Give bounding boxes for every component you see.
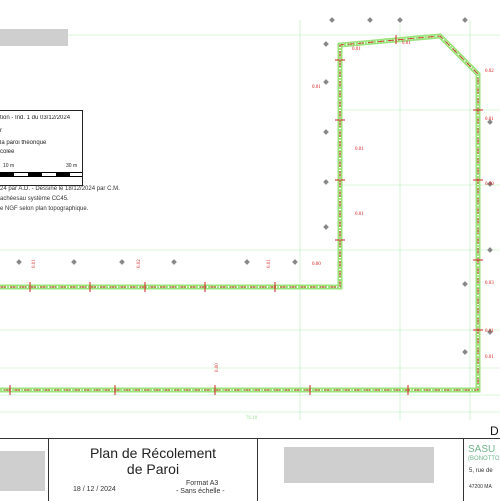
redacted-logo: [0, 451, 45, 491]
dimension-label: 76.10: [246, 416, 258, 421]
offset-label: 0.01: [267, 259, 272, 268]
drawing-notes: 24 par A.D. - Dessiné le 18/12/2024 par …: [0, 184, 150, 214]
survey-markers: [16, 17, 493, 355]
offset-label: 0.01: [402, 41, 411, 46]
offset-label: 0.02: [137, 259, 142, 268]
offset-label: 0.01: [485, 329, 494, 334]
redacted-block: [0, 29, 68, 46]
note-line-2: achéesau système CC45.: [0, 196, 69, 202]
offset-label: 0.01: [312, 85, 321, 90]
plan-format: Format A3: [186, 480, 219, 487]
plan-drawing: 0.01 0.01 0.01 0.01 0.00 0.02 0.01 0.01 …: [0, 17, 500, 421]
offset-label: 0.03: [485, 281, 494, 286]
wall-outline: [0, 33, 481, 393]
offset-label: 0.01: [485, 355, 494, 360]
offset-label: 0.02: [485, 69, 494, 74]
plan-title-line-2: de Paroi: [126, 461, 180, 477]
offset-label: 0.00: [485, 182, 494, 187]
plan-scale: - Sans échelle -: [176, 488, 225, 495]
offset-label: 0.01: [352, 47, 361, 52]
corner-letter: D: [490, 424, 499, 438]
offset-label: 0.00: [312, 262, 321, 267]
redacted-client: [284, 447, 434, 483]
offset-labels: 0.01 0.01 0.01 0.01 0.00 0.02 0.01 0.01 …: [32, 41, 494, 372]
offset-label: 0.01: [32, 259, 37, 268]
plan-date: 18 / 12 / 2024: [73, 486, 116, 493]
legend-line-3: colée: [0, 149, 15, 155]
company-address-1: 5, rue de: [469, 468, 493, 474]
title-block: Plan de Récolement de Paroi 18 / 12 / 20…: [0, 438, 500, 501]
offset-label: 0.01: [355, 212, 364, 217]
scale-label-30: 30 m: [66, 163, 78, 169]
cartouche-cell-logo: [0, 439, 49, 501]
offset-label: 0.00: [215, 363, 220, 372]
plan-title-line-1: Plan de Récolement: [89, 445, 217, 461]
cartouche-cell-client: [258, 439, 464, 501]
legend-line-1: r: [0, 128, 2, 134]
scale-label-10: 10 m: [3, 163, 15, 169]
legend-title: tion - Ind. 1 du 03/12/2024: [0, 115, 71, 121]
offset-label: 0.01: [485, 117, 494, 122]
measure-ticks: [9, 35, 483, 395]
scale-bar: [0, 172, 82, 177]
note-line-3: e NGF selon plan topographique.: [0, 206, 89, 212]
cartouche-cell-title: Plan de Récolement de Paroi 18 / 12 / 20…: [49, 439, 258, 501]
offset-label: 0.01: [355, 147, 364, 152]
company-subtitle: (BONOTTO: [468, 456, 500, 462]
grid-lines: [0, 20, 500, 420]
legend-line-2: la paroi théorique: [0, 140, 47, 146]
company-name: SASU: [468, 444, 496, 455]
company-address-2: 47200 MA: [469, 484, 492, 490]
note-line-1: 24 par A.D. - Dessiné le 18/12/2024 par …: [0, 186, 120, 192]
